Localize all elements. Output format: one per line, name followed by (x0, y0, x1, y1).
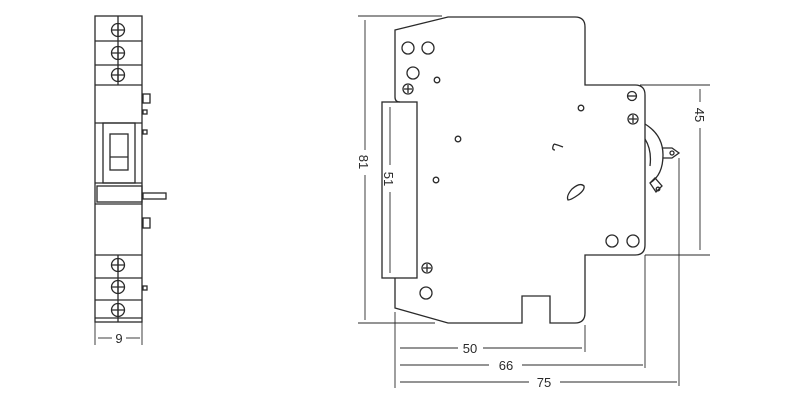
dim-label-50: 50 (463, 341, 477, 356)
screw-icon (110, 302, 126, 318)
dimension-51: 51 (381, 107, 396, 273)
dimension-depths: 50 66 75 (394, 158, 680, 390)
screw-icon (110, 67, 126, 83)
dim-label-51: 51 (381, 172, 396, 186)
dim-label-66: 66 (499, 358, 513, 373)
side-view: 9 (94, 15, 167, 346)
screw-icon (110, 279, 126, 295)
dim-label-45: 45 (692, 108, 707, 122)
dimension-width: 9 (94, 322, 143, 346)
dim-label-75: 75 (537, 375, 551, 390)
dimension-45: 45 (640, 84, 710, 256)
front-view (381, 16, 681, 324)
screw-terminals (110, 22, 126, 318)
screw-icon (110, 45, 126, 61)
dimension-81: 81 (356, 15, 442, 324)
screw-icon (110, 257, 126, 273)
screw-icon (402, 83, 414, 95)
din-rail-clip (381, 101, 418, 279)
screw-icon (110, 22, 126, 38)
dim-label-9: 9 (115, 331, 122, 346)
screw-icon (627, 113, 639, 125)
screw-icon (421, 262, 433, 274)
dim-label-81: 81 (356, 155, 371, 169)
